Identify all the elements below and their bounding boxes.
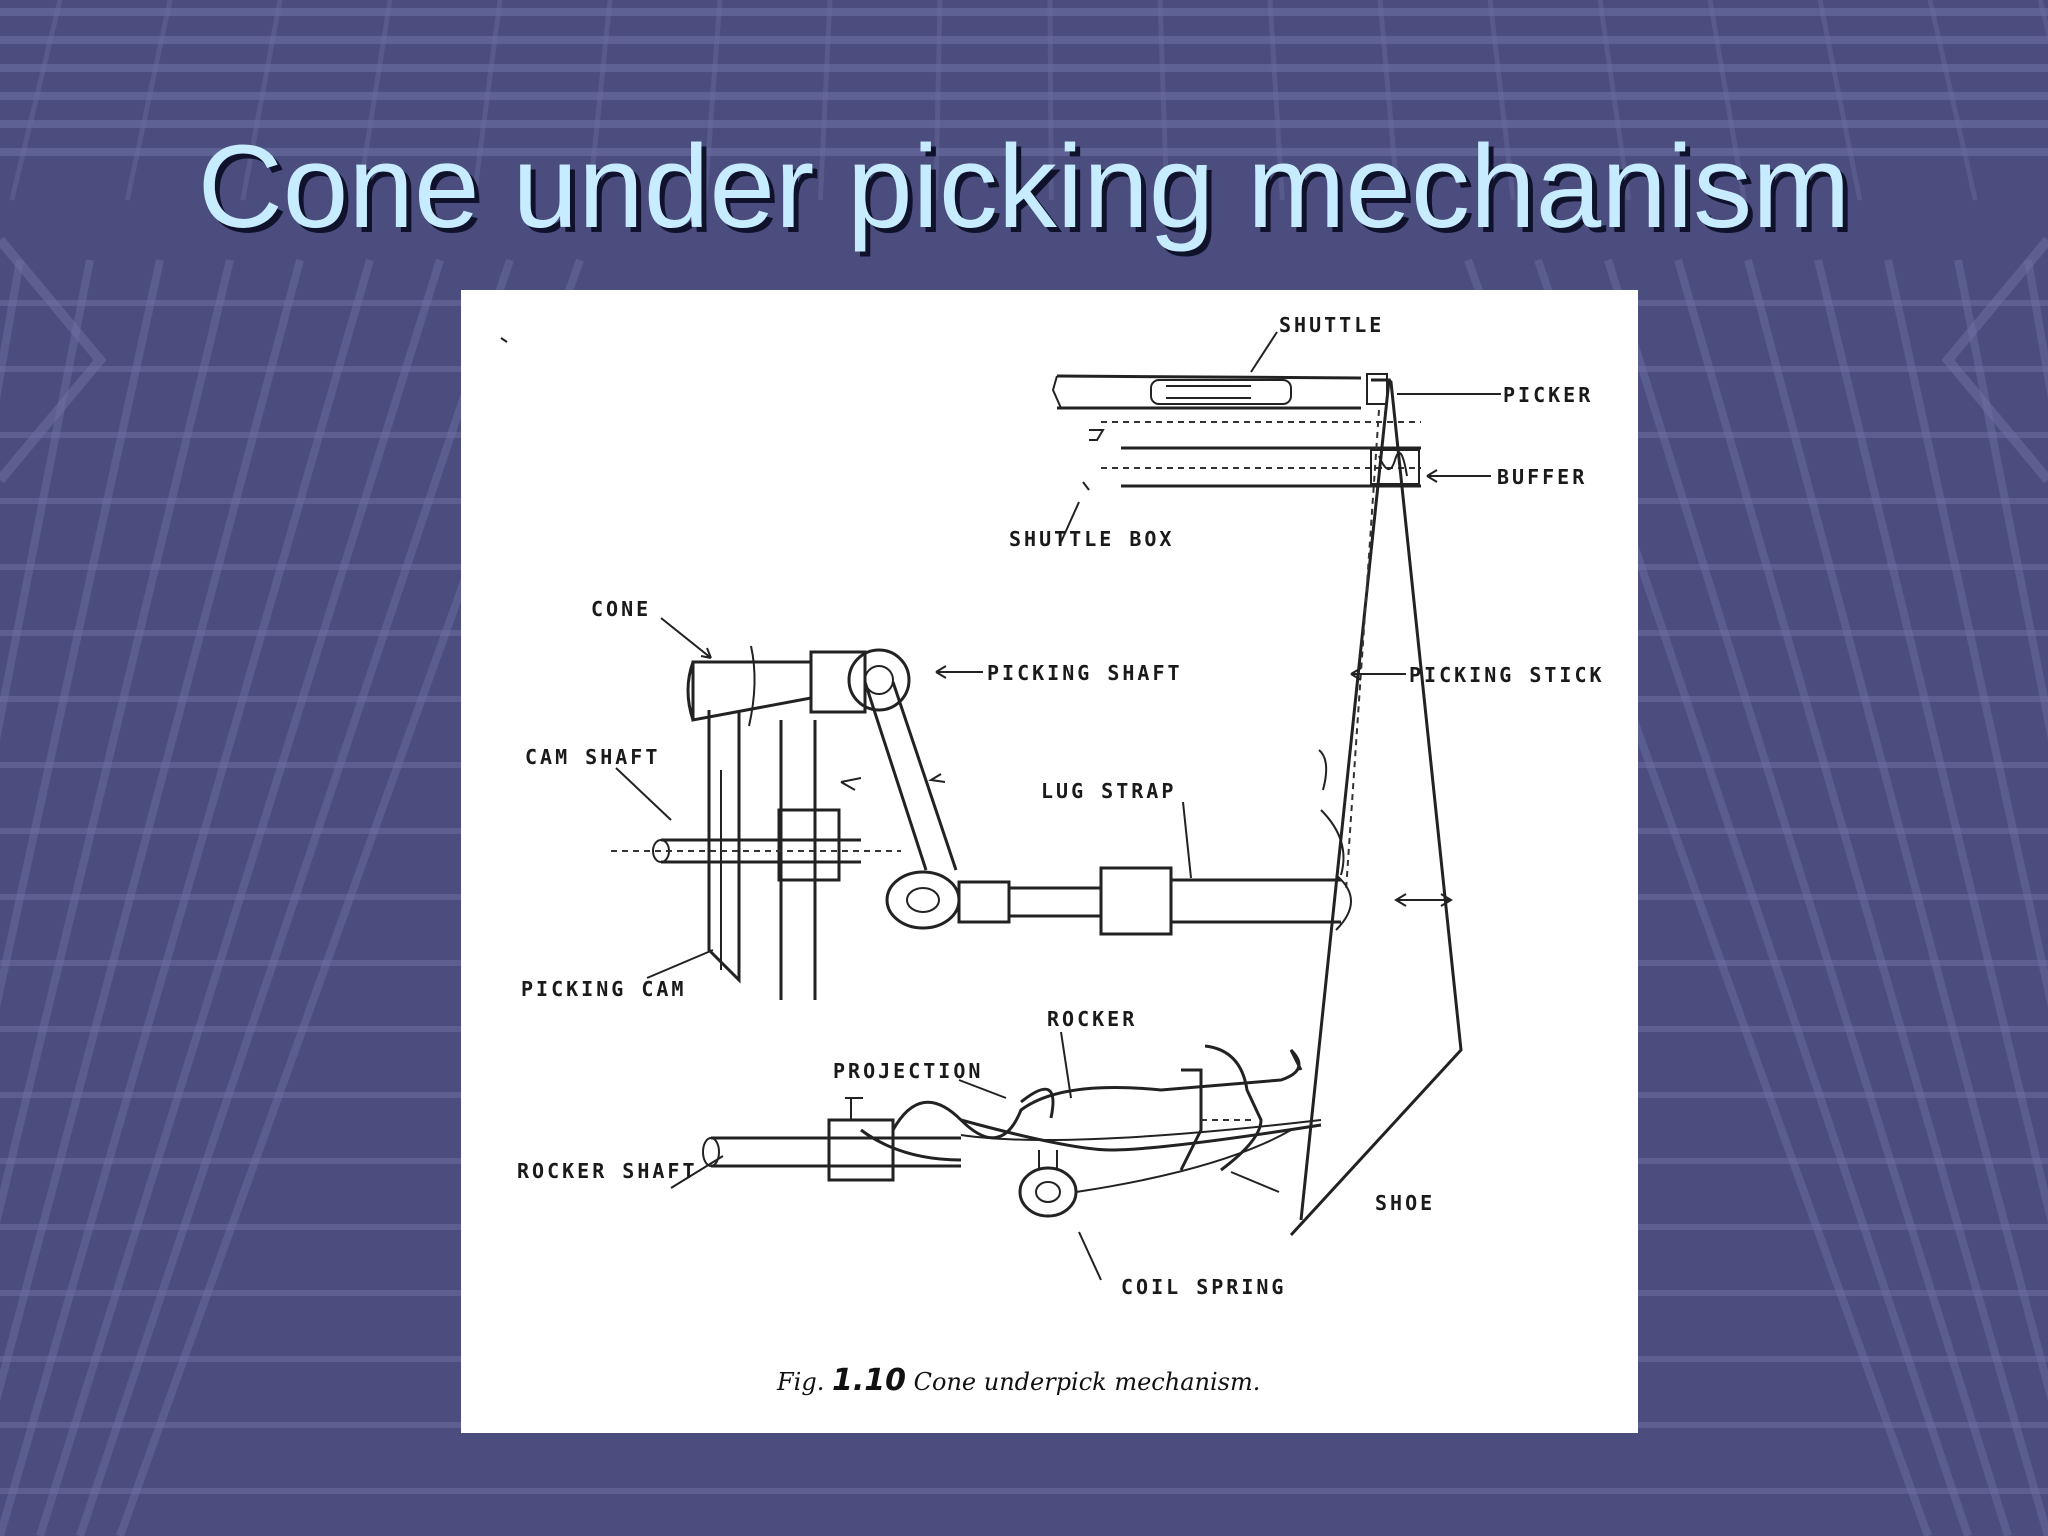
label-shuttle-box: SHUTTLE BOX [1009,527,1174,551]
label-cone: CONE [591,597,651,621]
mechanism-drawing: SHUTTLE PICKER BUFFER SHUTTLE BOX CONE P… [500,313,1605,1398]
label-shoe: SHOE [1375,1191,1435,1215]
cam-shaft-drawing [611,710,901,1000]
label-rocker: ROCKER [1047,1007,1137,1031]
caption-prefix: Fig. [776,1368,824,1396]
label-projection: PROJECTION [833,1059,983,1083]
lug-strap-drawing [840,773,1453,936]
shuttle-box-drawing [1051,373,1421,488]
label-shuttle: SHUTTLE [1279,313,1384,337]
label-lug-strap: LUG STRAP [1041,779,1176,803]
caption-number: 1.10 [832,1363,906,1398]
rocker-drawing [702,1044,1322,1218]
cone-and-shaft-drawing [686,645,958,871]
label-buffer: BUFFER [1497,465,1587,489]
label-rocker-shaft: ROCKER SHAFT [517,1159,698,1183]
label-picker: PICKER [1503,383,1593,407]
diagram-labels: SHUTTLE PICKER BUFFER SHUTTLE BOX CONE P… [517,313,1605,1299]
label-coil-spring: COIL SPRING [1121,1275,1286,1299]
label-cam-shaft: CAM SHAFT [525,745,660,769]
label-picking-cam: PICKING CAM [521,977,686,1001]
caption-text: Cone underpick mechanism. [914,1368,1261,1396]
figure-caption: Fig. 1.10 Cone underpick mechanism. [776,1363,1260,1398]
leader-lines [500,331,1501,1281]
label-picking-stick: PICKING STICK [1409,663,1605,687]
label-picking-shaft: PICKING SHAFT [987,661,1183,685]
page-title: Cone under picking mechanism [197,121,1851,253]
picking-stick-drawing [1289,378,1463,1237]
diagram-figure: SHUTTLE PICKER BUFFER SHUTTLE BOX CONE P… [461,290,1638,1433]
